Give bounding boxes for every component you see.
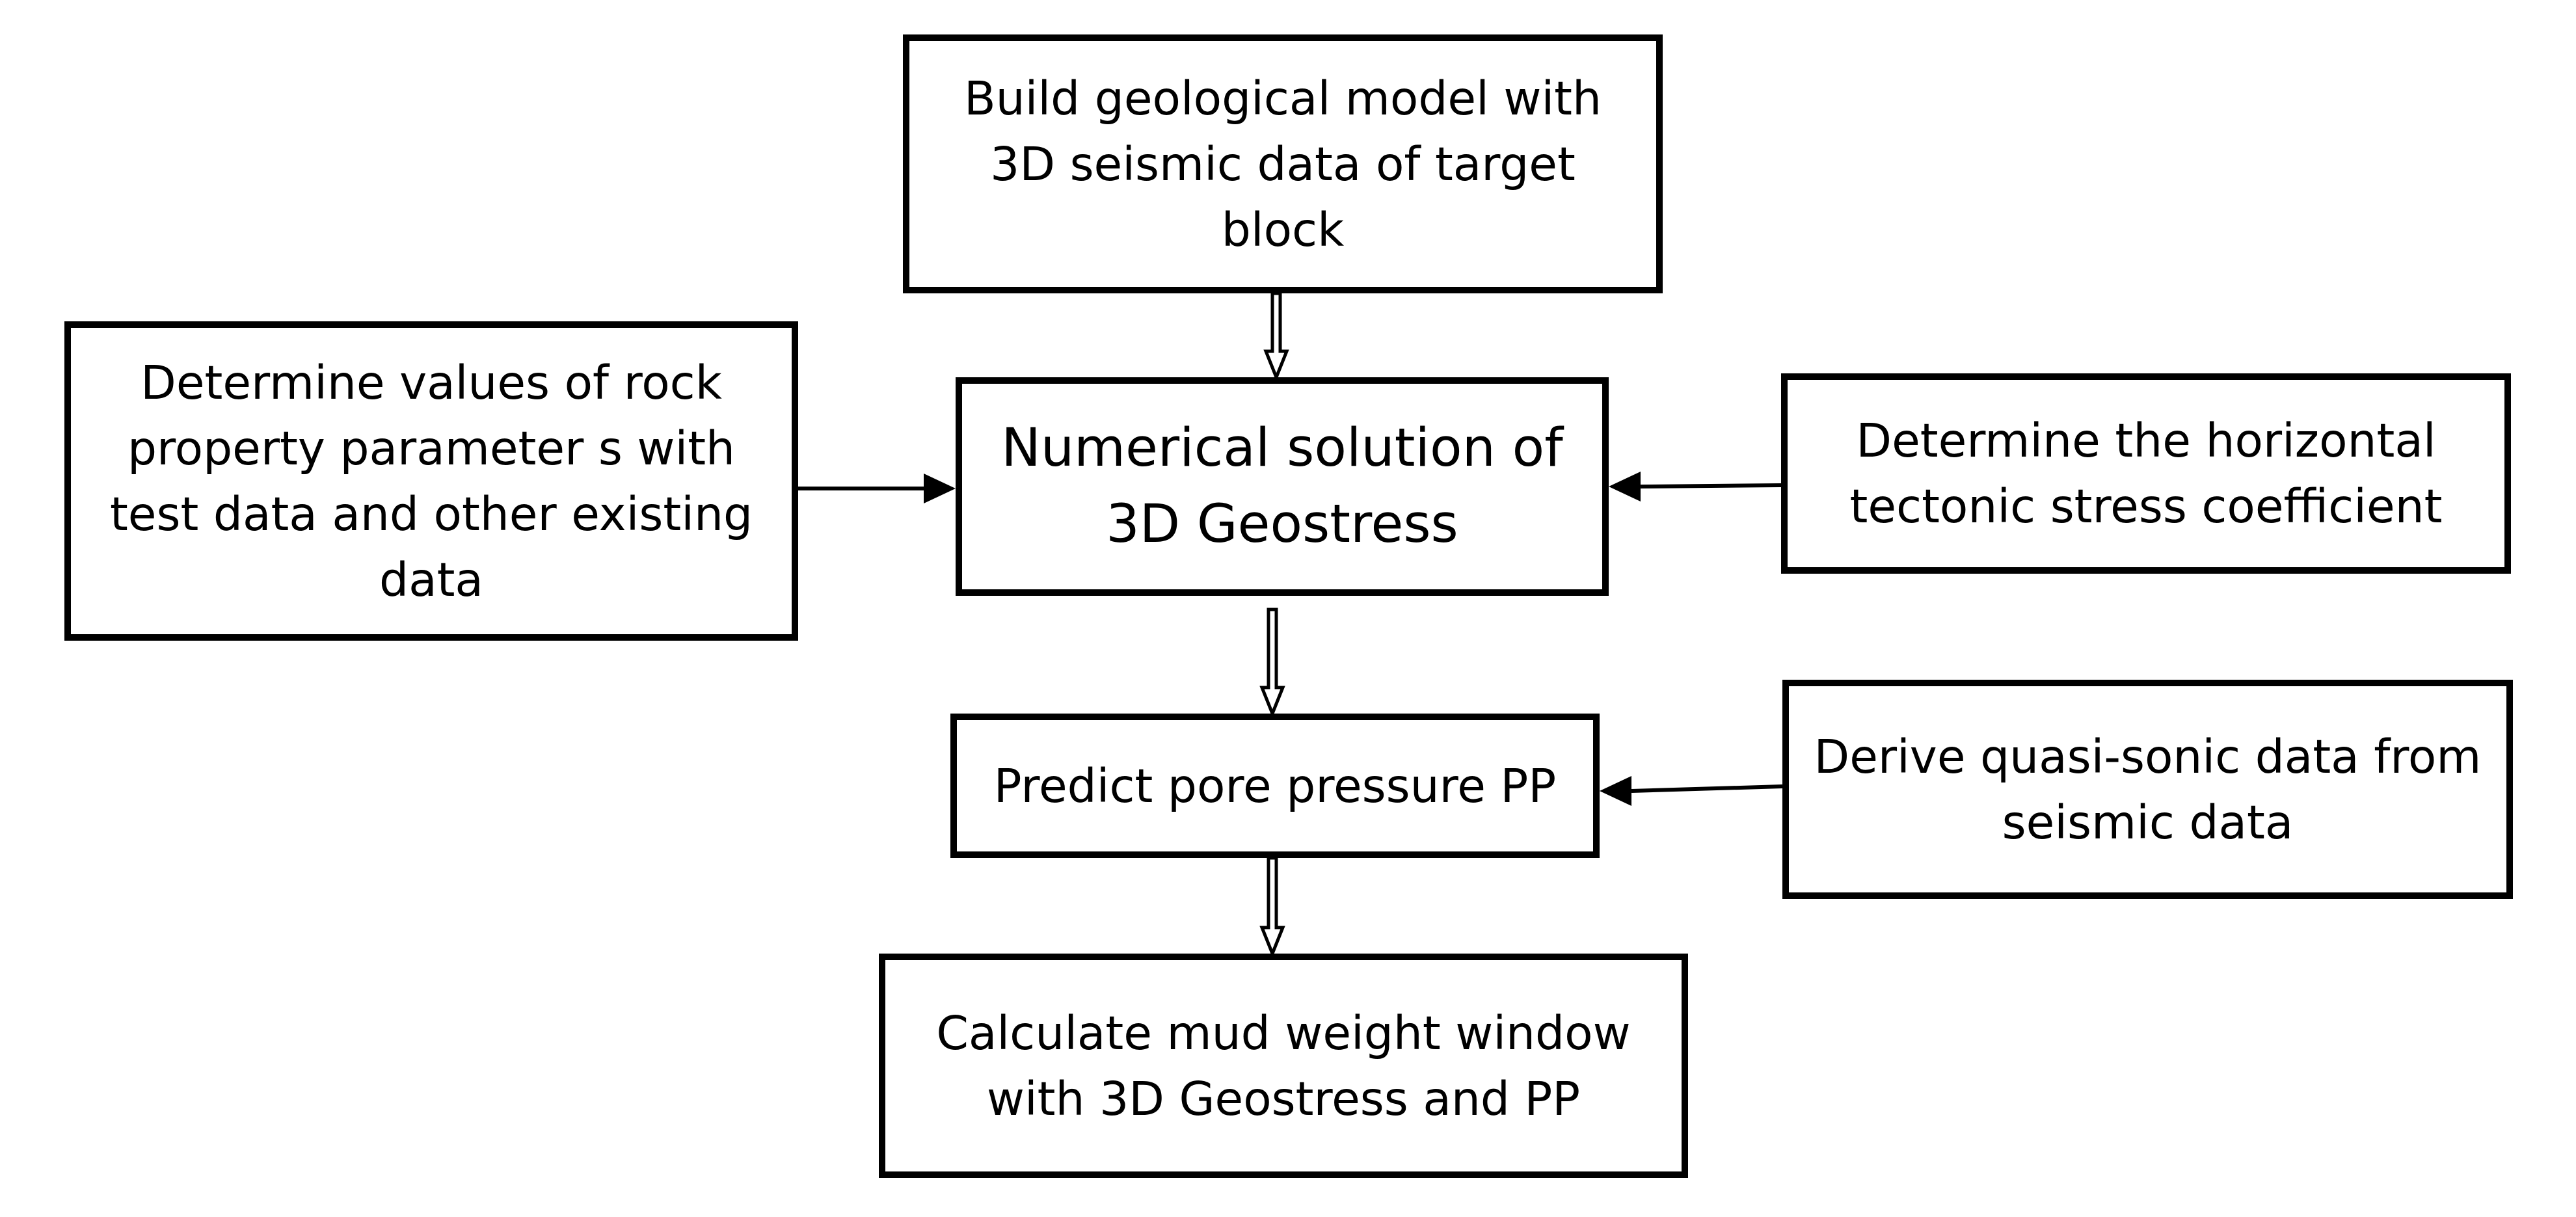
- node-quasi-sonic-data: Derive quasi-sonic data from seismic dat…: [1782, 680, 2513, 899]
- node-rock-property-parameters: Determine values of rock property parame…: [64, 321, 798, 641]
- arrow-rock-to-numerical: [798, 474, 956, 503]
- arrow-quasisonic-to-pore: [1600, 776, 1783, 806]
- node-mud-weight-window: Calculate mud weight window with 3D Geos…: [879, 954, 1688, 1178]
- node-tectonic-stress-coefficient-label: Determine the horizontal tectonic stress…: [1849, 414, 2443, 533]
- arrow-pore-to-mudweight: [1259, 856, 1285, 958]
- arrow-numerical-to-pore: [1259, 608, 1285, 718]
- node-numerical-solution: Numerical solution of 3D Geostress: [956, 377, 1609, 596]
- node-build-geological-model-label: Build geological model with 3D seismic d…: [963, 71, 1602, 257]
- node-mud-weight-window-label: Calculate mud weight window with 3D Geos…: [936, 1006, 1631, 1126]
- node-build-geological-model: Build geological model with 3D seismic d…: [903, 34, 1663, 293]
- node-predict-pore-pressure-label: Predict pore pressure PP: [993, 758, 1557, 813]
- node-numerical-solution-label: Numerical solution of 3D Geostress: [1001, 418, 1563, 555]
- node-tectonic-stress-coefficient: Determine the horizontal tectonic stress…: [1781, 373, 2511, 574]
- node-quasi-sonic-data-label: Derive quasi-sonic data from seismic dat…: [1814, 729, 2482, 849]
- arrow-build-to-numerical: [1263, 291, 1289, 382]
- arrow-tectonic-to-numerical: [1609, 472, 1782, 502]
- node-predict-pore-pressure: Predict pore pressure PP: [950, 714, 1600, 858]
- node-rock-property-parameters-label: Determine values of rock property parame…: [109, 355, 753, 607]
